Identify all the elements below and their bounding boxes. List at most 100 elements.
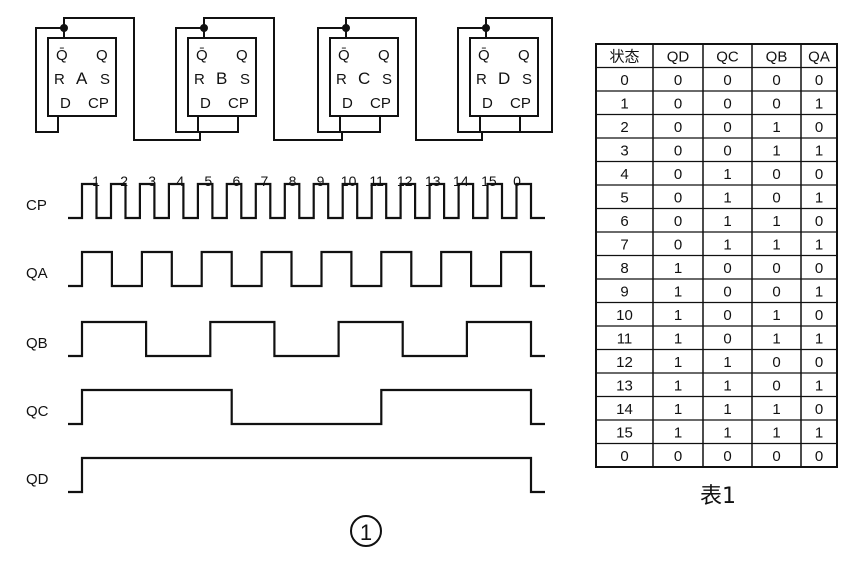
table-cell: 1 [772,237,780,254]
table-cell: 1 [723,213,731,230]
table-cell: 0 [674,237,682,254]
table-cell: 7 [620,237,628,254]
table-cell: 0 [772,378,780,395]
pulse-number: 12 [397,173,413,189]
cp-label: CP [88,95,109,112]
q-label: Q [378,47,390,64]
table-header-cell: QD [667,49,690,66]
table-cell: 1 [815,143,823,160]
flipflop-a [35,17,239,141]
signal-label: CP [26,197,47,214]
table-cell: 1 [772,425,780,442]
flipflop-chain [35,17,553,141]
table-cell: 1 [772,307,780,324]
pulse-number: 6 [232,173,240,189]
table-header-cell: QC [716,49,739,66]
d-label: D [200,95,211,112]
table-cell: 1 [674,425,682,442]
table-cell: 1 [674,378,682,395]
table-cell: 1 [815,378,823,395]
table-cell: 1 [620,96,628,113]
cp-label: CP [370,95,391,112]
table-cell: 4 [620,166,628,183]
waveform-cp [68,182,545,220]
r-label: R [336,71,347,88]
signal-label: QB [26,335,48,352]
table-cell: 0 [815,119,823,136]
table-cell: 0 [674,119,682,136]
table-cell: 0 [674,448,682,465]
flipflop-d [457,17,553,133]
table-cell: 0 [772,260,780,277]
table-cell: 1 [815,237,823,254]
table-cell: 0 [723,331,731,348]
table-cell: 15 [616,425,633,442]
table-cell: 1 [723,237,731,254]
table-cell: 0 [815,260,823,277]
pulse-number: 4 [176,173,184,189]
table-cell: 0 [815,354,823,371]
table-cell: 0 [674,213,682,230]
table-cell: 1 [674,354,682,371]
table-cell: 1 [723,401,731,418]
pulse-number: 14 [453,173,469,189]
table-header-cell: QA [808,49,830,66]
table-cell: 1 [772,213,780,230]
qbar-label: Q̄ [196,47,208,64]
signal-label: QC [26,403,49,420]
table-caption: 表1 [700,484,736,509]
cp-label: CP [510,95,531,112]
table-cell: 1 [674,284,682,301]
waveform-qa [68,250,545,288]
figure-number: 1 [350,515,382,547]
table-cell: 0 [723,119,731,136]
table-cell: 1 [815,331,823,348]
table-cell: 0 [674,166,682,183]
table-cell: 0 [620,448,628,465]
pulse-number: 3 [148,173,156,189]
q-label: Q [96,47,108,64]
table-cell: 0 [772,354,780,371]
table-cell: 1 [674,307,682,324]
table-cell: 1 [815,96,823,113]
d-label: D [60,95,71,112]
flipflop-box [469,37,539,117]
table-cell: 0 [723,143,731,160]
table-cell: 0 [723,448,731,465]
table-row: 7 0 1 1 1 [620,237,823,254]
qbar-label: Q̄ [478,47,490,64]
flipflop-b [175,17,381,141]
pulse-number: 8 [289,173,297,189]
table-cell: 0 [815,213,823,230]
table-cell: 1 [815,284,823,301]
waveform-qd [68,456,545,494]
table-header-cell: QB [766,49,788,66]
qbar-label: Q̄ [338,47,350,64]
signal-label: QA [26,265,48,282]
table-cell: 14 [616,401,633,418]
table-cell: 0 [772,190,780,207]
flipflop-box [329,37,399,117]
table-cell: 0 [772,284,780,301]
flipflop-name: D [498,69,510,88]
s-label: S [382,71,392,88]
flipflop-name: A [76,69,88,88]
table-cell: 1 [723,166,731,183]
table-cell: 1 [674,260,682,277]
table-cell: 1 [723,190,731,207]
table-cell: 0 [772,72,780,89]
table-cell: 5 [620,190,628,207]
